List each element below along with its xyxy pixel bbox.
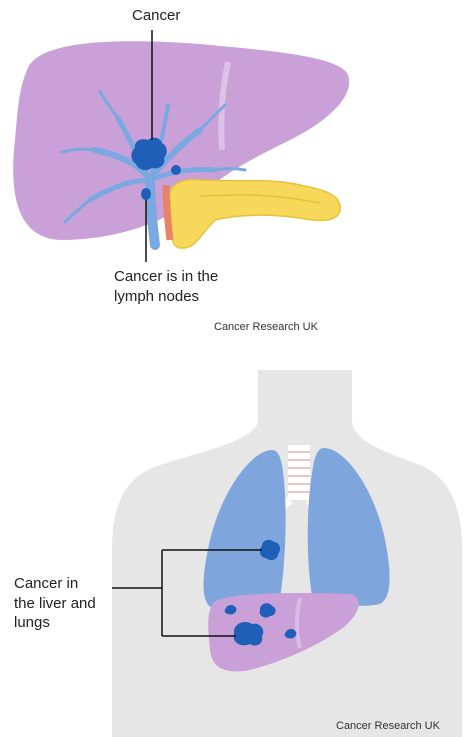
artery xyxy=(166,185,170,240)
label-line2: the liver and xyxy=(14,594,96,614)
credit-top: Cancer Research UK xyxy=(214,321,318,333)
label-lymph-line1: Cancer is in the xyxy=(114,267,218,287)
liver-lymph-diagram: Cancer Cancer is in the lymph nodes Canc… xyxy=(0,0,473,340)
tumour-lung xyxy=(260,540,280,560)
label-cancer: Cancer xyxy=(132,6,180,26)
credit-bottom: Cancer Research UK xyxy=(336,720,440,732)
label-lymph-nodes: Cancer is in the lymph nodes xyxy=(114,267,218,306)
torso-illustration xyxy=(0,340,473,737)
label-line3: lungs xyxy=(14,613,96,633)
liver-illustration xyxy=(0,0,473,340)
lymph-node xyxy=(171,165,181,175)
body-silhouette xyxy=(112,370,462,737)
label-liver-lungs: Cancer in the liver and lungs xyxy=(14,574,96,633)
lymph-node xyxy=(141,188,151,200)
tumour xyxy=(131,138,166,170)
pancreas-shape xyxy=(170,180,340,249)
tumour-liver xyxy=(234,622,264,646)
body-metastasis-diagram: Cancer in the liver and lungs Cancer Res… xyxy=(0,340,473,737)
label-line1: Cancer in xyxy=(14,574,96,594)
label-lymph-line2: lymph nodes xyxy=(114,287,218,307)
